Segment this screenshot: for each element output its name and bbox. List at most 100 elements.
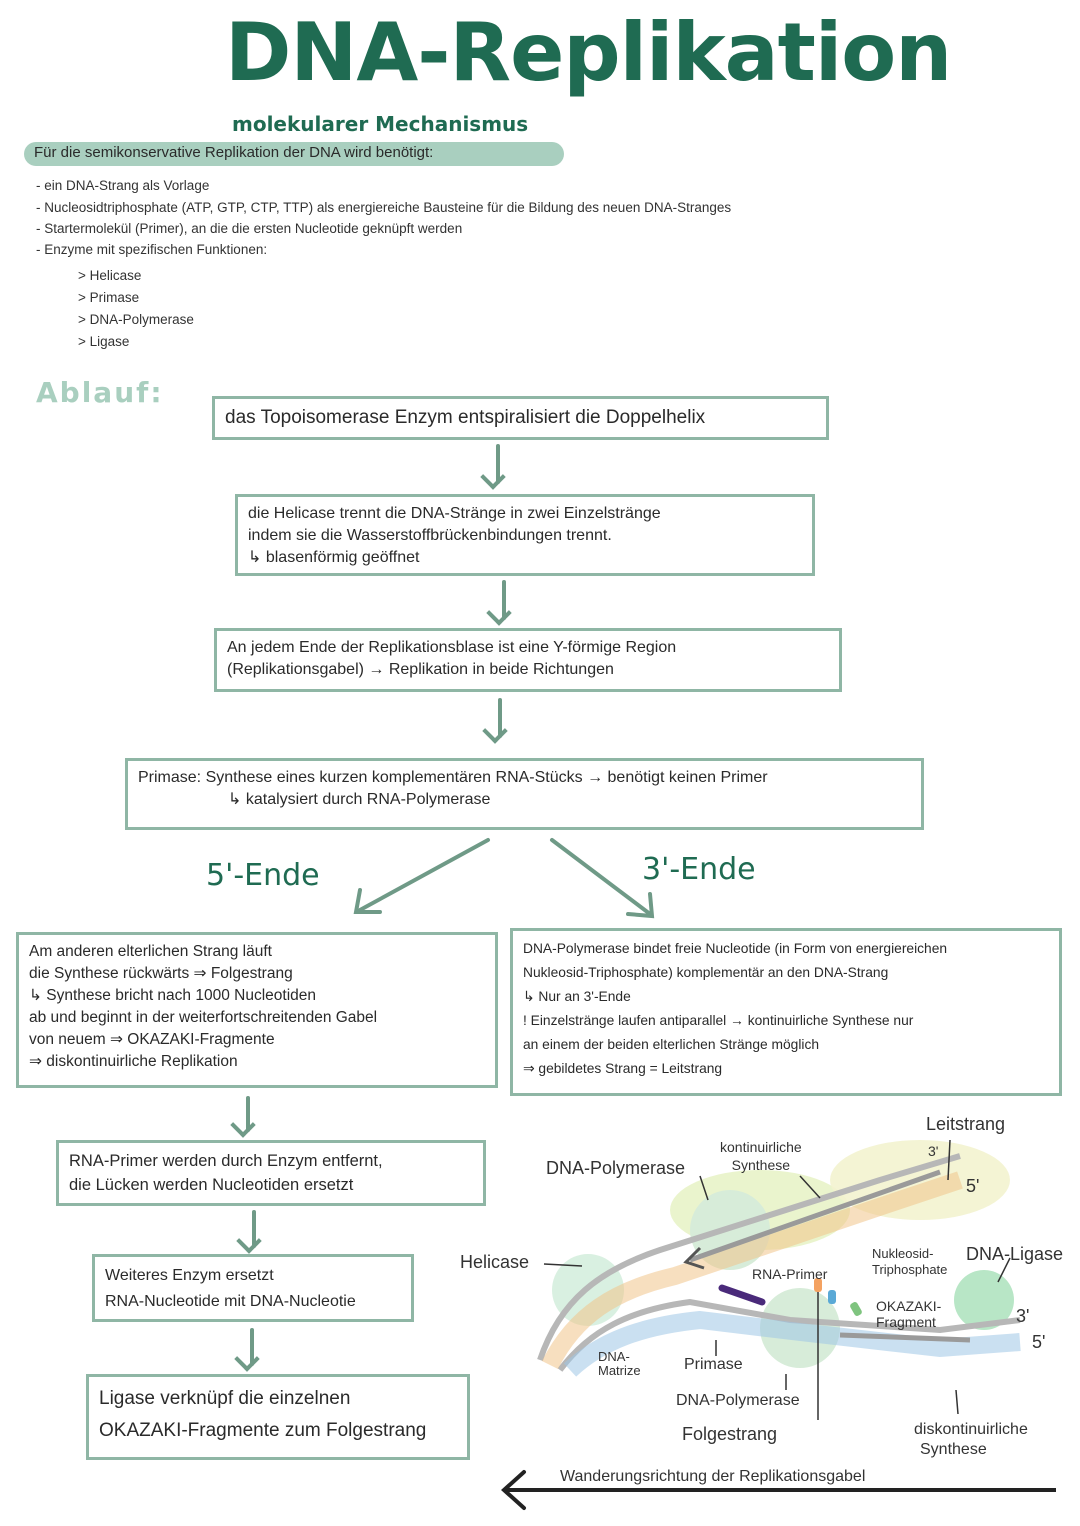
step-text: die Helicase trennt die DNA-Stränge in z… bbox=[248, 505, 661, 522]
label-kontinuierliche: kontinuirliche Synthese bbox=[720, 1138, 802, 1174]
label-line: Synthese bbox=[920, 1441, 987, 1458]
label-diskontinuierliche: diskontinuirliche Synthese bbox=[914, 1420, 1028, 1460]
label-primase: Primase bbox=[684, 1356, 743, 1373]
step-text: Weiteres Enzym ersetzt bbox=[105, 1267, 274, 1284]
leading-strand-box: DNA-Polymerase bindet freie Nucleotide (… bbox=[510, 928, 1062, 1096]
okazaki-fragment bbox=[839, 1332, 971, 1343]
box-line: ⇒ diskontinuirliche Replikation bbox=[29, 1053, 238, 1070]
box-line: die Synthese rückwärts ⇒ Folgestrang bbox=[29, 965, 293, 982]
page-subtitle: molekularer Mechanismus bbox=[232, 112, 529, 136]
pointer-ligase bbox=[997, 1257, 1011, 1283]
enzyme-item: > Ligase bbox=[78, 334, 130, 349]
flow-arrow bbox=[250, 1328, 254, 1366]
enzyme-item: > DNA-Polymerase bbox=[78, 312, 194, 327]
requirement-item: - Nucleosidtriphosphate (ATP, GTP, CTP, … bbox=[36, 200, 732, 215]
parental-strand-bottom bbox=[557, 1298, 1021, 1372]
flow-arrow bbox=[498, 698, 502, 738]
direction-arrow-head bbox=[501, 1470, 526, 1510]
nucleotide-icon bbox=[850, 1302, 862, 1316]
label-dna-polymerase-top: DNA-Polymerase bbox=[546, 1158, 686, 1178]
step-text: OKAZAKI-Fragmente zum Folgestrang bbox=[99, 1420, 427, 1441]
replication-fork-diagram bbox=[501, 1139, 1056, 1510]
label-5prime-top: 5' bbox=[966, 1176, 980, 1196]
intro-highlight bbox=[24, 142, 564, 166]
label-line: Triphosphate bbox=[872, 1262, 948, 1277]
enzyme-item: > Helicase bbox=[78, 268, 142, 283]
label-5prime-bottom: 5' bbox=[1032, 1332, 1046, 1352]
label-line: Matrize bbox=[598, 1363, 641, 1378]
step-ligase: Ligase verknüpf die einzelnen OKAZAKI-Fr… bbox=[86, 1374, 470, 1460]
requirement-item: - Enzyme mit spezifischen Funktionen: bbox=[36, 242, 268, 257]
step-text: ↳ blasenförmig geöffnet bbox=[248, 549, 420, 566]
step-text: das Topoisomerase Enzym entspiralisiert … bbox=[225, 407, 706, 428]
pointer-leitstrang bbox=[947, 1139, 951, 1181]
step-rna-primer-removal: RNA-Primer werden durch Enzym entfernt, … bbox=[56, 1140, 486, 1206]
box-line: Nukleosid-Triphosphate) komplementär an … bbox=[523, 965, 889, 980]
page-title: DNA-Replikation bbox=[225, 6, 952, 99]
box-line: von neuem ⇒ OKAZAKI-Fragmente bbox=[29, 1031, 275, 1048]
label-rna-primer: RNA-Primer bbox=[752, 1266, 828, 1282]
three-prime-end-label: 3'-Ende bbox=[642, 852, 756, 887]
flow-arrow bbox=[252, 1210, 256, 1248]
step-text: die Lücken werden Nucleotiden ersetzt bbox=[69, 1176, 354, 1194]
label-line: DNA- bbox=[598, 1349, 630, 1364]
label-line: Fragment bbox=[876, 1314, 936, 1330]
branch-arrow-left bbox=[358, 838, 490, 912]
label-line: Nukleosid- bbox=[872, 1246, 934, 1261]
step-text: (Replikationsgabel) → Replikation in bei… bbox=[227, 661, 614, 678]
lagging-bases bbox=[563, 1310, 1021, 1377]
leading-strand bbox=[689, 1169, 941, 1263]
requirement-item: - Startermolekül (Primer), an die die er… bbox=[36, 221, 463, 236]
box-line: ⇒ gebildetes Strang = Leitstrang bbox=[523, 1061, 723, 1076]
flow-arrow bbox=[246, 1096, 250, 1132]
box-line: an einem der beiden elterlichen Stränge … bbox=[523, 1037, 820, 1052]
label-3prime-bottom: 3' bbox=[1016, 1306, 1030, 1326]
step-replikationsgabel: An jedem Ende der Replikationsblase ist … bbox=[214, 628, 842, 692]
label-folgestrang: Folgestrang bbox=[682, 1424, 778, 1444]
rna-primer-segment bbox=[718, 1284, 766, 1306]
step-text: Ligase verknüpf die einzelnen bbox=[99, 1388, 351, 1409]
box-line: ↳ Nur an 3'-Ende bbox=[523, 989, 631, 1004]
enzyme-item: > Primase bbox=[78, 290, 140, 305]
step-text: Primase: Synthese eines kurzen komplemen… bbox=[138, 769, 768, 786]
step-text: indem sie die Wasserstoffbrückenbindunge… bbox=[248, 527, 612, 544]
label-line: diskontinuirliche bbox=[914, 1421, 1028, 1438]
label-nukleosid: Nukleosid- Triphosphate bbox=[872, 1246, 947, 1278]
dna-ligase-shape bbox=[954, 1270, 1014, 1330]
label-leitstrang: Leitstrang bbox=[926, 1114, 1006, 1134]
label-line: OKAZAKI- bbox=[876, 1298, 942, 1314]
step-helicase: die Helicase trennt die DNA-Stränge in z… bbox=[235, 494, 815, 576]
box-line: DNA-Polymerase bindet freie Nucleotide (… bbox=[523, 941, 948, 956]
branch-arrow-right-head bbox=[626, 892, 655, 919]
label-okazaki: OKAZAKI- Fragment bbox=[876, 1298, 941, 1330]
label-3prime-top: 3' bbox=[928, 1143, 939, 1159]
step-text: RNA-Nucleotide mit DNA-Nucleotie bbox=[105, 1293, 356, 1310]
step-text: RNA-Primer werden durch Enzym entfernt, bbox=[69, 1152, 383, 1170]
label-dna-polymerase-bottom: DNA-Polymerase bbox=[676, 1392, 800, 1409]
step-text: ↳ katalysiert durch RNA-Polymerase bbox=[228, 791, 491, 808]
label-wanderungsrichtung: Wanderungsrichtung der Replikationsgabel bbox=[560, 1468, 866, 1485]
intro-text: Für die semikonservative Replikation der… bbox=[34, 144, 434, 161]
branch-arrow-left-head bbox=[353, 888, 382, 914]
box-line: ↳ Synthese bricht nach 1000 Nucleotiden bbox=[29, 987, 316, 1004]
step-topoisomerase: das Topoisomerase Enzym entspiralisiert … bbox=[212, 396, 829, 440]
pointer-diskontinuierliche bbox=[955, 1389, 959, 1415]
box-line: ! Einzelstränge laufen antiparallel → ko… bbox=[523, 1013, 914, 1028]
label-dna-matrize: DNA- Matrize bbox=[598, 1350, 641, 1378]
label-helicase: Helicase bbox=[460, 1252, 530, 1272]
step-primase: Primase: Synthese eines kurzen komplemen… bbox=[125, 758, 924, 830]
pointer-helicase bbox=[543, 1263, 583, 1267]
pointer-kontinuierliche bbox=[799, 1175, 821, 1199]
leading-bases bbox=[541, 1171, 963, 1370]
nucleotide-icon bbox=[828, 1290, 836, 1304]
box-line: Am anderen elterlichen Strang läuft bbox=[29, 943, 272, 960]
label-line: Synthese bbox=[731, 1157, 791, 1173]
leading-strand-head bbox=[683, 1246, 705, 1270]
pointer-polymerase-top bbox=[699, 1175, 709, 1201]
parental-strand-top bbox=[537, 1153, 961, 1361]
branch-arrow-right bbox=[550, 838, 652, 916]
label-line: kontinuirliche bbox=[720, 1139, 802, 1155]
five-prime-end-label: 5'-Ende bbox=[206, 858, 320, 893]
ablauf-heading: Ablauf: bbox=[36, 376, 164, 409]
flow-arrow bbox=[502, 580, 506, 620]
